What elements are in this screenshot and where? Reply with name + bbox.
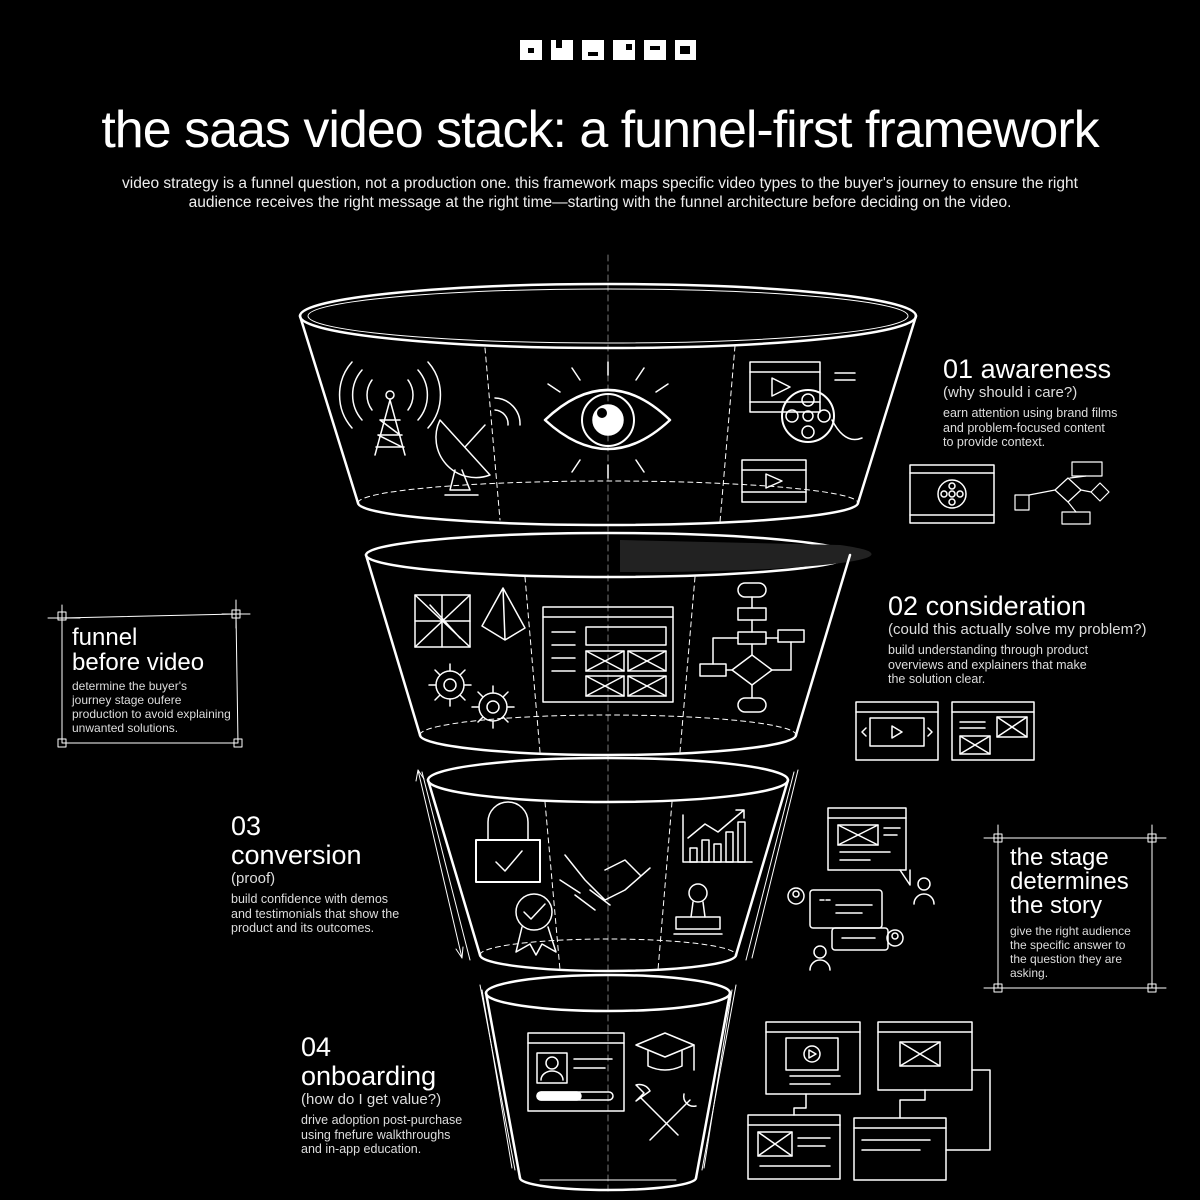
film-reel-icon — [781, 389, 863, 443]
funnel-tier-consideration — [364, 531, 872, 757]
callout-title: before video — [72, 649, 205, 676]
dimension-arrows — [415, 769, 799, 1169]
gear-icon — [428, 663, 515, 729]
stage-name: onboarding — [301, 1061, 437, 1091]
stage-conversion: 03 conversion (proof) build confidence w… — [231, 812, 399, 936]
satellite-dish-icon — [435, 397, 521, 496]
pyramid-icon — [481, 587, 526, 641]
callout-funnel-first: funnel before video determine the buyer'… — [72, 625, 231, 735]
side-onboarding-cards — [747, 1021, 991, 1181]
stage-name: conversion — [231, 840, 362, 870]
wireframe-cube-icon — [414, 594, 471, 648]
chat-bubble-icon — [809, 807, 911, 951]
graduation-cap-icon — [635, 1032, 695, 1071]
stage-number: 04 — [301, 1032, 332, 1062]
stamp-icon — [673, 883, 723, 935]
stage-name: consideration — [925, 591, 1087, 621]
callout-title: determines — [1010, 868, 1129, 895]
stage-question: (why should i care?) — [943, 384, 1078, 401]
stage-awareness: 01 awareness (why should i care?) earn a… — [943, 355, 1117, 450]
stage-question: (could this actually solve my problem?) — [888, 621, 1147, 638]
stage-number: 01 — [943, 354, 974, 384]
bar-chart-up-icon — [682, 809, 753, 863]
stage-question: (proof) — [231, 870, 276, 887]
stage-description: drive adoption post-purchase using fnefu… — [301, 1113, 463, 1156]
stage-name: awareness — [980, 354, 1112, 384]
stage-onboarding: 04 onboarding (how do I get value?) driv… — [301, 1033, 462, 1157]
side-film-strip — [909, 464, 995, 524]
video-player-icon — [741, 361, 856, 503]
callout-frame-left — [47, 599, 251, 748]
callout-title: the stage — [1010, 844, 1109, 871]
side-video-card — [855, 701, 939, 761]
stage-consideration: 02 consideration (could this actually so… — [888, 592, 1146, 687]
callout-stage-story: the stage determines the story give the … — [1010, 844, 1131, 981]
page-title: the saas video stack: a funnel-first fra… — [101, 101, 1099, 159]
intro-text: video strategy is a funnel question, not… — [122, 175, 1078, 211]
side-layout-card — [951, 701, 1035, 761]
callout-body: give the right audience the specific ans… — [1010, 924, 1131, 980]
tools-icon — [635, 1083, 697, 1141]
callout-body: determine the buyer's journey stage oufe… — [72, 679, 231, 735]
logo-mark[interactable] — [520, 38, 696, 62]
wireframe-icon — [542, 606, 674, 703]
callout-title: the story — [1010, 892, 1103, 919]
stage-number: 02 — [888, 591, 919, 621]
eye-icon — [543, 361, 672, 479]
user-icon — [787, 877, 935, 971]
funnel-tier-onboarding — [479, 973, 737, 1192]
funnel-tier-conversion — [421, 756, 795, 973]
radio-tower-icon — [338, 361, 442, 456]
stage-description: earn attention using brand films and pro… — [943, 406, 1118, 449]
callout-title: funnel — [72, 624, 138, 651]
lock-check-icon — [475, 801, 541, 883]
handshake-icon — [559, 854, 651, 911]
stage-description: build understanding through product over… — [888, 643, 1089, 686]
side-process-diagram — [1014, 461, 1110, 525]
flowchart-icon — [699, 582, 805, 713]
funnel-tier-awareness — [298, 282, 918, 527]
stage-question: (how do I get value?) — [301, 1091, 442, 1108]
stage-number: 03 — [231, 811, 262, 841]
callout-frame-right — [983, 824, 1167, 993]
profile-card-icon — [527, 1032, 625, 1112]
stage-description: build confidence with demos and testimon… — [231, 892, 400, 935]
award-badge-icon — [515, 893, 557, 956]
